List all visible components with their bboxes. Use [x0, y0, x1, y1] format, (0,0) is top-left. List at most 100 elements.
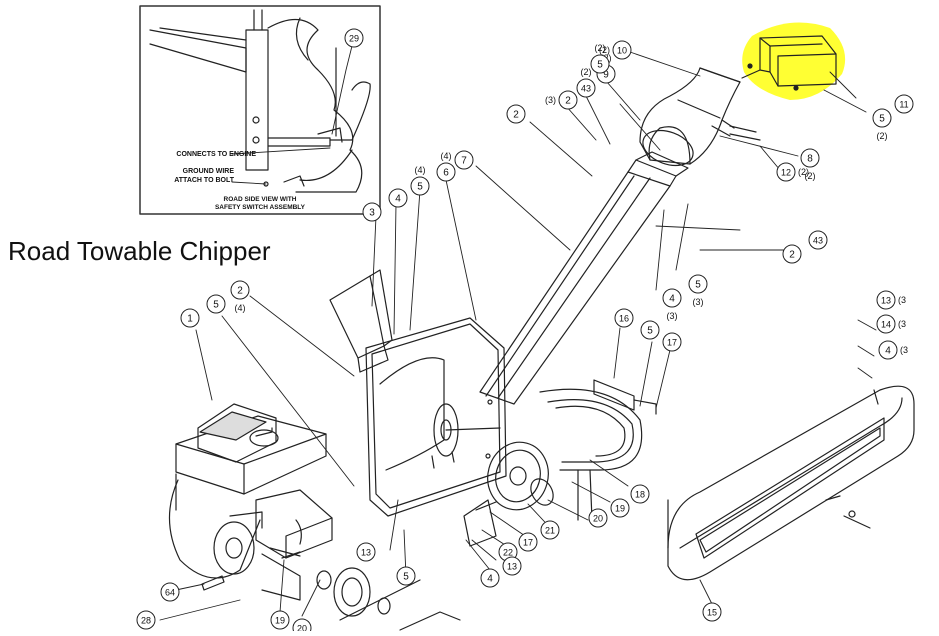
pulley-belt-drawing [463, 379, 657, 547]
callout-11: 11 [894, 94, 914, 114]
housing-plate-drawing [365, 317, 507, 517]
callout-number: 17 [523, 538, 533, 548]
callout-13: 13 [356, 542, 376, 562]
callout-4: 4(3) [662, 288, 682, 321]
callout-quantity: (3) [545, 95, 556, 105]
callout-quantity: (4) [441, 151, 452, 161]
engine-pulley-drawing [201, 551, 461, 631]
callout-number: 4 [885, 346, 891, 357]
callout-bubble [160, 582, 180, 602]
callout-number: 43 [581, 84, 591, 94]
callout-bubble [502, 556, 522, 576]
callout-number: 1 [187, 314, 193, 325]
callout-43: 43 (2) [576, 67, 596, 98]
callout-bubble [396, 566, 416, 586]
callout-number: 13 [507, 562, 517, 572]
diagram-heading: Road Towable Chipper [8, 236, 271, 266]
callout-bubble [410, 176, 430, 196]
callout-5: 5 [640, 320, 660, 340]
deflector-highlight [741, 22, 846, 100]
callout-bubble [894, 94, 914, 114]
callout-number: 2 [237, 286, 243, 297]
callout-16: 16 [614, 308, 634, 328]
callout-12: 12 (2) [776, 162, 809, 182]
callout-5: 5 [206, 294, 226, 314]
callout-8: 8(2) [800, 148, 820, 181]
callout-bubble [776, 162, 796, 182]
callout-number: 28 [141, 616, 151, 626]
callout-bubble [702, 602, 722, 622]
callout-4: 4 [480, 568, 500, 588]
callout-5: 5(2) [872, 108, 892, 141]
feed-tube-drawing [479, 151, 689, 405]
callout-number: 20 [297, 624, 307, 632]
engine-drawing [168, 403, 333, 601]
inset-label-engine: CONNECTS TO ENGINE [176, 151, 256, 158]
callout-19: 19 [610, 498, 630, 518]
callout-quantity: (3 [898, 295, 906, 305]
callout-6: 6 (4) [436, 151, 456, 182]
callout-2: 2 [506, 104, 526, 124]
callout-64: 64 [160, 582, 180, 602]
callout-bubble [206, 294, 226, 314]
callout-13: 13(3 [876, 290, 906, 310]
callout-number: 3 [369, 208, 375, 219]
callout-number: 64 [165, 588, 175, 598]
callout-quantity: (3 [900, 345, 908, 355]
callout-quantity: (2) [798, 167, 809, 177]
callout-number: 19 [615, 504, 625, 514]
callout-bubble [270, 610, 290, 630]
callout-number: 19 [275, 616, 285, 626]
callout-bubble [540, 520, 560, 540]
callout-bubble [640, 320, 660, 340]
callout-21: 21 [540, 520, 560, 540]
callout-bubble [388, 188, 408, 208]
callout-2: 2 [782, 244, 802, 264]
callout-bubble [590, 54, 610, 74]
callout-17: 17 [518, 532, 538, 552]
inset-label-ground-2: ATTACH TO BOLT [174, 177, 234, 184]
callout-28: 28 [136, 610, 156, 630]
callout-bubble [454, 150, 474, 170]
inset-caption-2: SAFETY SWITCH ASSEMBLY [214, 204, 306, 211]
callout-number: 4 [487, 574, 493, 585]
callout-number: 10 [617, 46, 627, 56]
callout-5: 5(4) [410, 165, 430, 196]
inset-label-ground-1: GROUND WIRE [182, 168, 234, 175]
callout-29: 29 [344, 28, 364, 48]
callout-quantity: (3 [898, 319, 906, 329]
callout-4: 4 (3 [878, 340, 908, 360]
hopper-drawing [329, 269, 393, 373]
callout-number: 5 [417, 182, 423, 193]
callout-bubble [630, 484, 650, 504]
callout-bubble [180, 308, 200, 328]
callout-number: 4 [669, 294, 675, 305]
callout-bubble [878, 340, 898, 360]
callout-13: 13 [502, 556, 522, 576]
callout-bubble [344, 28, 364, 48]
callout-quantity: (2) [595, 43, 606, 53]
callout-number: 11 [899, 100, 908, 110]
callout-number: 12 [781, 168, 791, 178]
callout-bubble [230, 280, 250, 300]
callout-bubble [518, 532, 538, 552]
callout-4: 4 [388, 188, 408, 208]
callout-bubble [614, 308, 634, 328]
callout-number: 5 [695, 280, 701, 291]
callout-number: 29 [349, 34, 359, 44]
callout-number: 6 [443, 168, 449, 179]
callout-bubble [688, 274, 708, 294]
callout-3: 3 [362, 202, 382, 222]
callout-1: 1 [180, 308, 200, 328]
callout-20: 20 [292, 618, 312, 636]
callout-number: 43 [813, 236, 823, 246]
callout-number: 18 [635, 490, 645, 500]
callout-bubble [356, 542, 376, 562]
callout-quantity: (2) [581, 67, 592, 77]
inset-safety-switch-drawing [149, 9, 371, 193]
callout-number: 5 [879, 114, 885, 125]
callout-bubble [612, 40, 632, 60]
callout-19: 19 [270, 610, 290, 630]
callout-number: 5 [597, 60, 603, 71]
